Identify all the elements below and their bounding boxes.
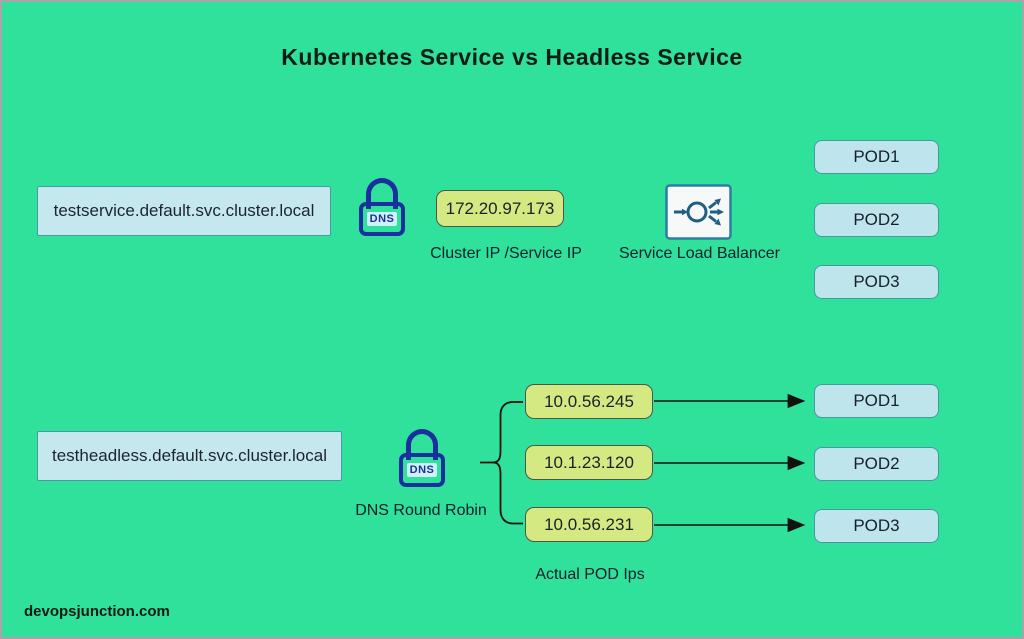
dns-tag-label: DNS bbox=[406, 463, 438, 477]
headless-dns-name-box: testheadless.default.svc.cluster.local bbox=[37, 431, 342, 481]
headless-pod2-label: POD2 bbox=[853, 454, 900, 473]
headless-pod3-label: POD3 bbox=[853, 516, 900, 535]
dns-lock-icon: DNS bbox=[359, 178, 405, 236]
watermark: devopsjunction.com bbox=[24, 603, 170, 620]
headless-dns-name: testheadless.default.svc.cluster.local bbox=[52, 446, 327, 465]
pod-ip3-box: 10.0.56.231 bbox=[525, 507, 653, 542]
cluster-ip-value: 172.20.97.173 bbox=[445, 198, 555, 218]
pod-ip1-value: 10.0.56.245 bbox=[544, 391, 634, 411]
service-pod3-box: POD3 bbox=[814, 265, 939, 299]
lock-shackle bbox=[406, 429, 438, 460]
headless-pod2-box: POD2 bbox=[814, 447, 939, 481]
load-balancer-caption: Service Load Balancer bbox=[619, 245, 780, 262]
dns-round-robin-caption: DNS Round Robin bbox=[355, 502, 487, 519]
service-dns-name-box: testservice.default.svc.cluster.local bbox=[37, 186, 331, 236]
lock-shackle bbox=[366, 178, 398, 209]
pod-ip1-box: 10.0.56.245 bbox=[525, 384, 653, 419]
dns-tag-label: DNS bbox=[366, 212, 398, 226]
service-pod2-box: POD2 bbox=[814, 203, 939, 237]
lock-body: DNS bbox=[359, 202, 405, 236]
service-dns-name: testservice.default.svc.cluster.local bbox=[53, 201, 315, 220]
cluster-ip-box: 172.20.97.173 bbox=[436, 190, 564, 227]
pod-ip3-value: 10.0.56.231 bbox=[544, 514, 634, 534]
pod-ip2-value: 10.1.23.120 bbox=[544, 452, 634, 472]
service-pod2-label: POD2 bbox=[853, 210, 900, 229]
headless-pod3-box: POD3 bbox=[814, 509, 939, 543]
dns-round-robin-icon: DNS bbox=[399, 429, 445, 487]
headless-pod1-label: POD1 bbox=[853, 391, 900, 410]
load-balancer-icon bbox=[665, 184, 732, 245]
service-pod3-label: POD3 bbox=[853, 272, 900, 291]
cluster-ip-caption: Cluster IP /Service IP bbox=[430, 245, 582, 262]
service-pod1-label: POD1 bbox=[853, 147, 900, 166]
actual-pod-ips-caption: Actual POD Ips bbox=[535, 566, 645, 583]
service-pod1-box: POD1 bbox=[814, 140, 939, 174]
pod-ip2-box: 10.1.23.120 bbox=[525, 445, 653, 480]
lock-body: DNS bbox=[399, 453, 445, 487]
page-title: Kubernetes Service vs Headless Service bbox=[281, 44, 743, 70]
headless-pod1-box: POD1 bbox=[814, 384, 939, 418]
